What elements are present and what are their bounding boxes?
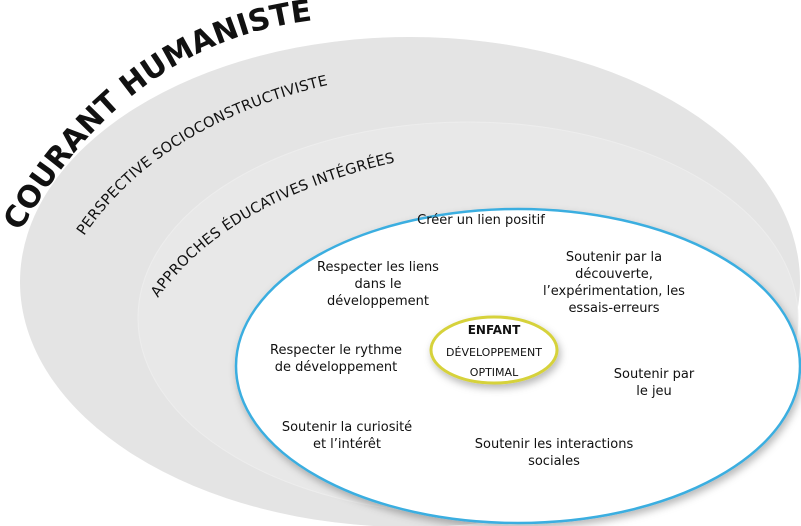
interactions-line-1: Soutenir les interactions (475, 437, 634, 452)
rythme-line-2: de développement (275, 360, 397, 375)
liens-dev-line-2: dans le (355, 277, 402, 292)
practice-curiosite: Soutenir la curiosité et l’intérêt (282, 420, 412, 452)
interactions-line-2: sociales (528, 454, 580, 469)
liens-dev-line-1: Respecter les liens (317, 260, 439, 275)
practice-interactions: Soutenir les interactions sociales (475, 437, 634, 469)
decouverte-line-2: découverte, (575, 267, 653, 282)
curiosite-line-2: et l’intérêt (313, 437, 381, 452)
liens-dev-line-3: développement (327, 294, 429, 309)
practice-decouverte: Soutenir par la découverte, l’expériment… (543, 250, 685, 316)
decouverte-line-4: essais-erreurs (568, 301, 659, 316)
rythme-line-1: Respecter le rythme (270, 343, 402, 358)
center-title: ENFANT (468, 323, 521, 337)
practice-liens-developpement: Respecter les liens dans le développemen… (317, 260, 439, 309)
jeu-line-1: Soutenir par (614, 367, 695, 382)
center-line1: DÉVELOPPEMENT (446, 346, 542, 359)
practice-rythme: Respecter le rythme de développement (270, 343, 402, 375)
curiosite-line-1: Soutenir la curiosité (282, 420, 412, 435)
practice-jeu: Soutenir par le jeu (614, 367, 695, 399)
practice-lien-positif: Créer un lien positif (417, 213, 545, 228)
center-ellipse (429, 315, 559, 385)
center-line2: OPTIMAL (470, 366, 519, 379)
jeu-line-2: le jeu (636, 384, 672, 399)
decouverte-line-3: l’expérimentation, les (543, 284, 685, 299)
decouverte-line-1: Soutenir par la (566, 250, 662, 265)
